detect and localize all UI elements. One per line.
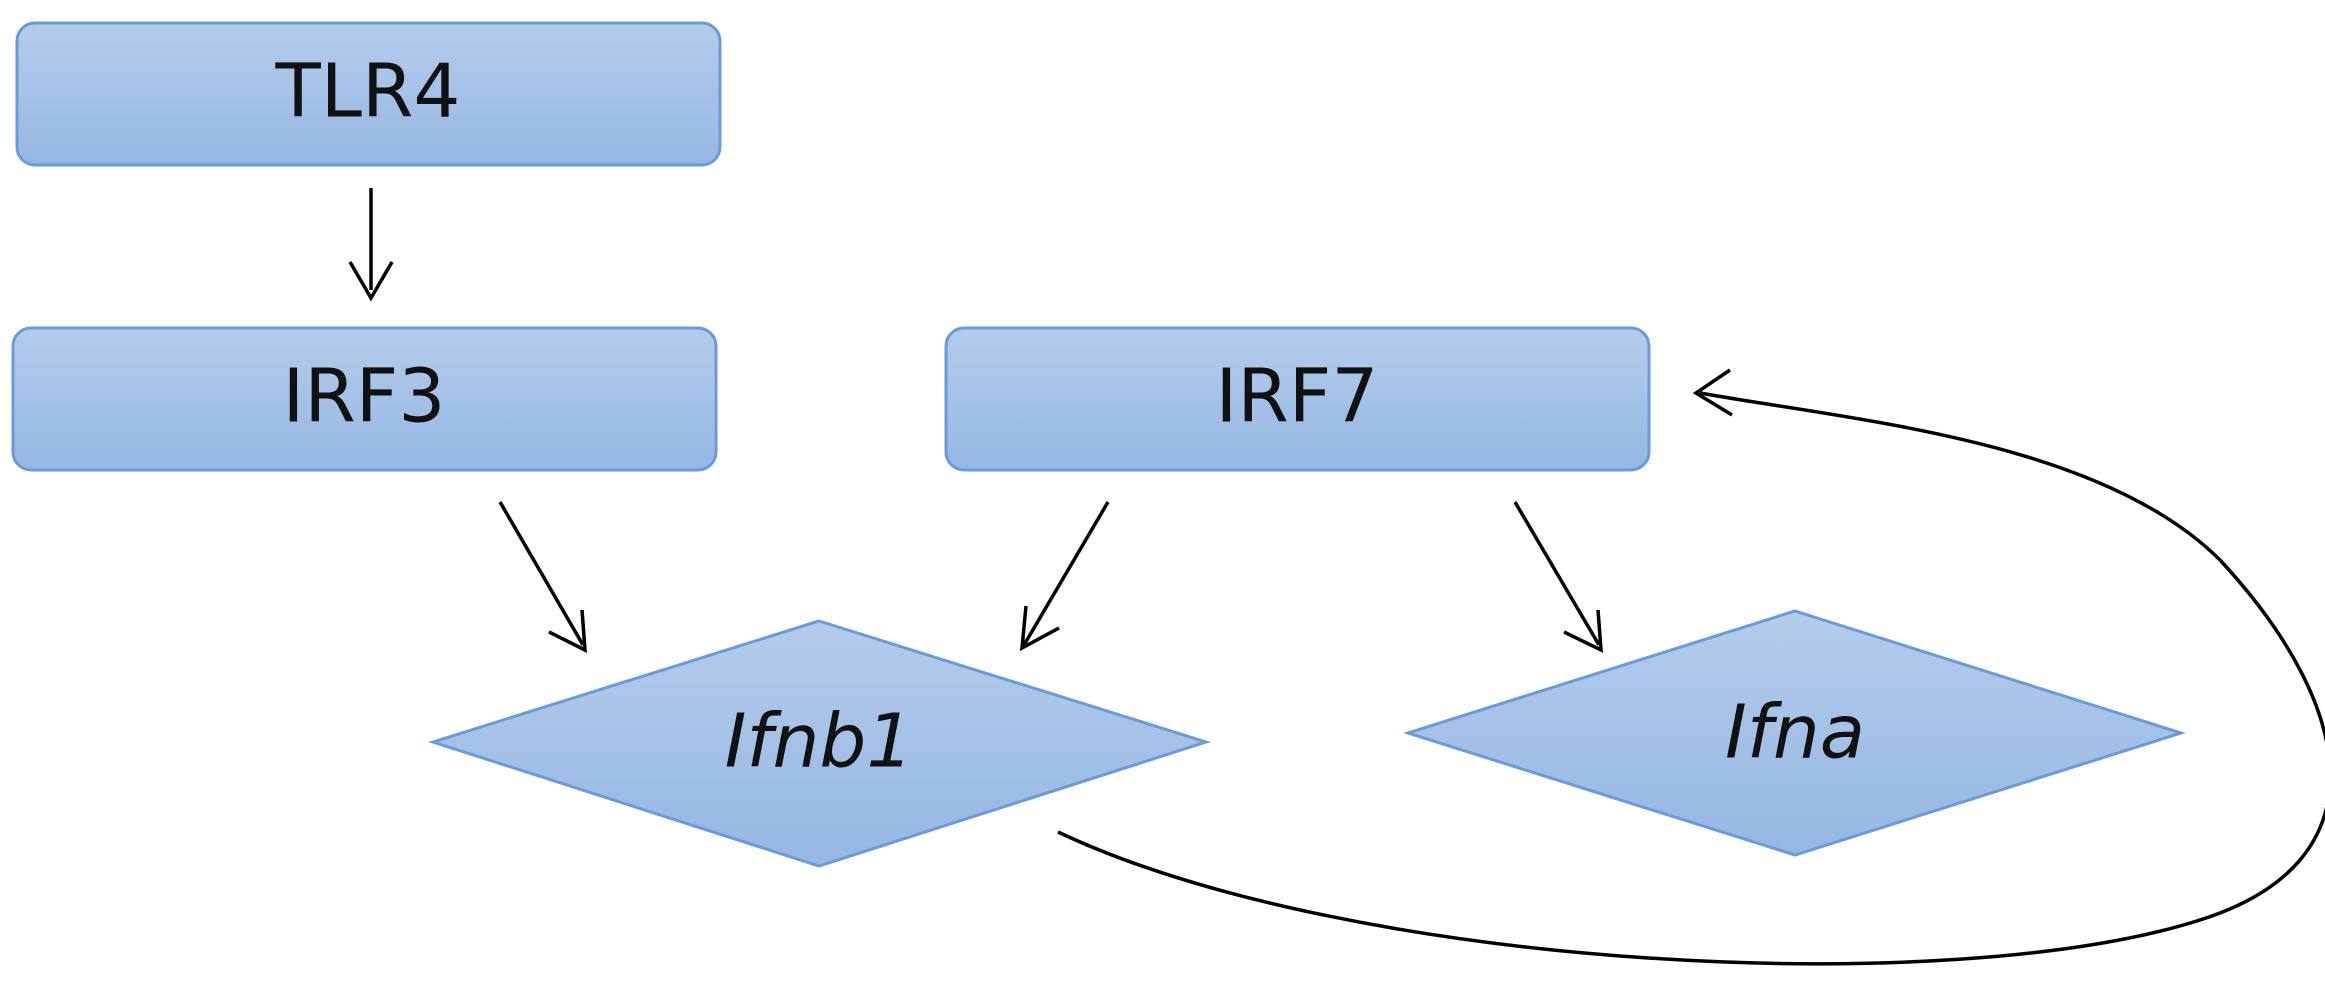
edge-irf7-ifnb1: [1022, 501, 1110, 646]
edge-ifnb1-irf7-curve: [1057, 391, 2325, 966]
node-irf3-label: IRF3: [283, 354, 446, 440]
node-irf7-box: [944, 326, 1651, 472]
edge-irf3-ifnb1: [498, 501, 585, 646]
node-tlr4: TLR4: [15, 21, 722, 167]
node-irf7-label: IRF7: [1216, 354, 1379, 440]
edges: [348, 188, 2325, 966]
edge-ifnb1-irf7-head: [1692, 368, 1733, 417]
node-irf3: IRF3: [11, 326, 718, 472]
edge-tlr4-irf3-head: [348, 261, 394, 302]
edge-irf7-ifnb1-head: [1019, 605, 1060, 652]
node-irf3-box: [11, 326, 718, 472]
node-ifnb1-label: Ifnb1: [725, 699, 914, 785]
node-ifnb1-diamond: [428, 619, 1211, 868]
edge-irf7-ifna-head: [1563, 609, 1603, 653]
node-irf7: IRF7: [944, 326, 1651, 472]
node-ifna-diamond: [1403, 609, 2186, 857]
node-ifna: Ifna: [1403, 609, 2186, 857]
node-tlr4-label: TLR4: [275, 49, 461, 135]
node-ifnb1: Ifnb1: [428, 619, 1211, 868]
edge-irf3-ifnb1-head: [548, 609, 587, 653]
node-ifna-label: Ifna: [1725, 690, 1865, 776]
node-tlr4-box: [15, 21, 722, 167]
edge-irf7-ifna: [1513, 501, 1601, 646]
